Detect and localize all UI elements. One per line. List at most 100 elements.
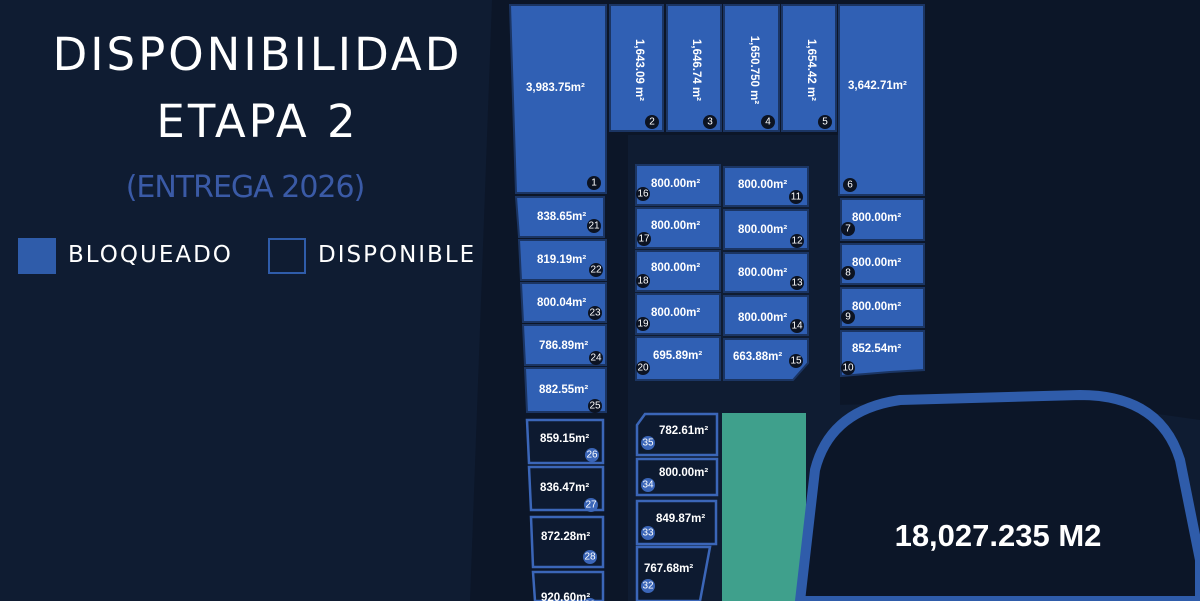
lot-shape[interactable]	[840, 198, 925, 241]
lot-shape[interactable]	[635, 207, 721, 249]
lot-shape[interactable]	[527, 465, 605, 512]
lot-area-label: 767.68m²	[644, 563, 693, 575]
lot-shape[interactable]	[840, 243, 925, 285]
lot-shape[interactable]	[521, 324, 607, 366]
lot-shape[interactable]	[635, 293, 721, 335]
lot-number-badge	[841, 222, 855, 236]
lot-number: 7	[845, 224, 851, 235]
lot-number: 6	[847, 180, 853, 191]
lot-shape[interactable]	[723, 338, 809, 381]
lot-number-badge	[843, 178, 857, 192]
lot-number-badge	[790, 276, 804, 290]
lot-number-badge	[589, 263, 603, 277]
lot-shape[interactable]	[723, 295, 809, 336]
lot-shape[interactable]	[525, 418, 605, 465]
lot-shape[interactable]	[723, 166, 809, 207]
lot-shape[interactable]	[840, 330, 925, 378]
lot-2[interactable]: 1,643.09 m²2	[609, 4, 664, 132]
lot-shape[interactable]	[635, 499, 718, 546]
lot-area-label: 3,642.71m²	[848, 80, 907, 92]
lot-number: 24	[590, 353, 602, 364]
lot-number: 15	[790, 356, 802, 367]
lot-shape[interactable]	[523, 367, 607, 413]
legend-blocked-label: BLOQUEADO	[68, 242, 233, 268]
lot-shape[interactable]	[508, 4, 607, 194]
legend-blocked-swatch	[18, 238, 56, 274]
lot-shape[interactable]	[635, 412, 719, 457]
lot-number: 25	[589, 401, 601, 412]
lot-number-badge	[789, 190, 803, 204]
lot-shape[interactable]	[517, 239, 607, 281]
lot-4[interactable]: 1,650.750 m²4	[723, 4, 780, 132]
lot-area-label: 782.61m²	[659, 425, 708, 437]
lot-shape[interactable]	[514, 196, 605, 238]
lot-shape[interactable]	[781, 4, 837, 132]
lot-shape[interactable]	[635, 250, 721, 292]
lot-number: 1	[591, 178, 597, 189]
lot-number-badge	[641, 579, 655, 593]
lot-shape[interactable]	[666, 4, 722, 132]
lot-shape[interactable]	[723, 252, 809, 293]
lot-area-label: 920.60m²	[541, 592, 590, 601]
lot-shape[interactable]	[635, 457, 719, 497]
lot-6[interactable]: 3,642.71m² 6	[838, 4, 925, 196]
lot-29[interactable]: 920.60m²29	[531, 570, 605, 601]
lot-number-badge	[841, 266, 855, 280]
lot-area-label: 800.00m²	[651, 220, 700, 232]
lot-shape[interactable]	[519, 282, 607, 323]
lot-area-label: 1,643.09 m²	[633, 39, 645, 101]
lot-3[interactable]: 1,646.74 m²3	[666, 4, 722, 132]
large-parcel	[794, 389, 1200, 601]
lot-shape[interactable]	[723, 4, 780, 132]
lot-number-badge	[589, 351, 603, 365]
lot-shape[interactable]	[531, 570, 605, 601]
lot-area-label: 800.00m²	[738, 179, 787, 191]
lot-area-label: 786.89m²	[539, 340, 588, 352]
lot-shape[interactable]	[609, 4, 664, 132]
lot-area-label: 800.00m²	[852, 301, 901, 313]
lot-number: 19	[637, 319, 649, 330]
lot-number: 17	[638, 234, 650, 245]
lot-5[interactable]: 1,654.42 m²5	[781, 4, 837, 132]
lot-shape[interactable]	[723, 209, 809, 250]
lot-shape[interactable]	[635, 545, 712, 601]
lot-number: 33	[642, 528, 654, 539]
lot-area-label: 800.00m²	[852, 257, 901, 269]
lot-shape[interactable]	[635, 164, 721, 206]
lot-number: 23	[589, 308, 601, 319]
lot-area-label: 800.00m²	[651, 178, 700, 190]
lot-number-badge	[636, 317, 650, 331]
lot-shape[interactable]	[838, 4, 925, 196]
lot-area-label: 1,654.42 m²	[805, 39, 817, 101]
lot-shape[interactable]	[635, 336, 721, 381]
lot-shape[interactable]	[840, 287, 925, 328]
